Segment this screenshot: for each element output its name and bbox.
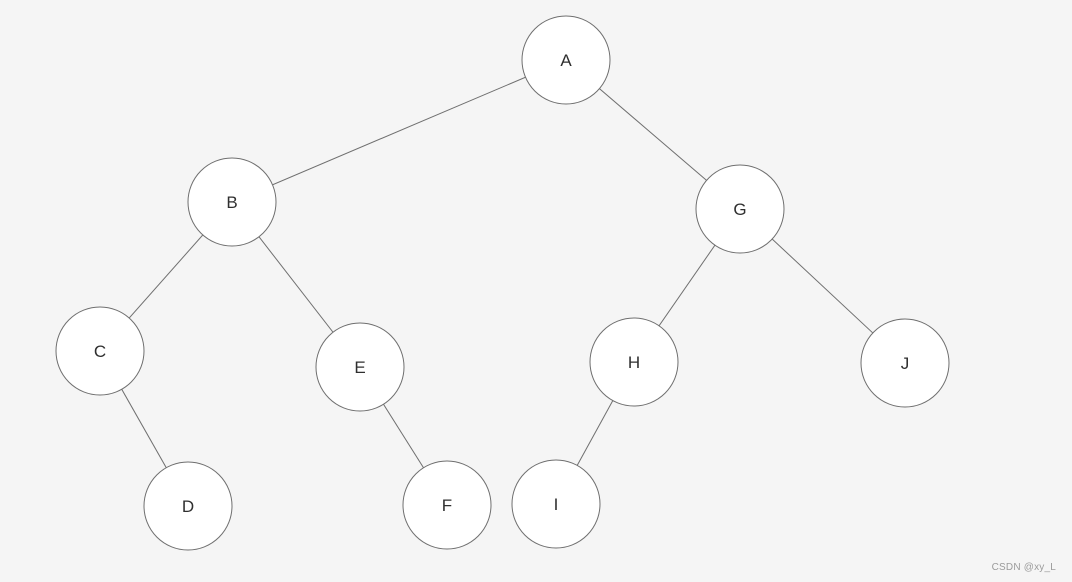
csdn-watermark: CSDN @xy_L — [991, 562, 1056, 573]
tree-node-F: F — [402, 460, 492, 550]
tree-edge-A-B — [231, 59, 567, 203]
node-circle-I — [511, 459, 601, 549]
tree-node-D: D — [143, 461, 233, 551]
node-label-J: J — [901, 354, 910, 373]
node-circle-A — [521, 15, 611, 105]
tree-node-H: H — [589, 317, 679, 407]
node-circle-B — [187, 157, 277, 247]
node-label-B: B — [226, 193, 237, 212]
tree-node-E: E — [315, 322, 405, 412]
node-label-A: A — [560, 51, 572, 70]
tree-node-I: I — [511, 459, 601, 549]
node-circle-G — [695, 164, 785, 254]
node-label-E: E — [354, 358, 365, 377]
tree-node-C: C — [55, 306, 145, 396]
node-label-I: I — [554, 495, 559, 514]
node-label-C: C — [94, 342, 106, 361]
node-circle-C — [55, 306, 145, 396]
node-circle-H — [589, 317, 679, 407]
tree-node-A: A — [521, 15, 611, 105]
node-label-D: D — [182, 497, 194, 516]
node-label-H: H — [628, 353, 640, 372]
node-circle-F — [402, 460, 492, 550]
tree-node-J: J — [860, 318, 950, 408]
node-circle-J — [860, 318, 950, 408]
node-label-F: F — [442, 496, 452, 515]
tree-node-B: B — [187, 157, 277, 247]
tree-node-G: G — [695, 164, 785, 254]
node-label-G: G — [733, 200, 746, 219]
node-circle-E — [315, 322, 405, 412]
node-circle-D — [143, 461, 233, 551]
